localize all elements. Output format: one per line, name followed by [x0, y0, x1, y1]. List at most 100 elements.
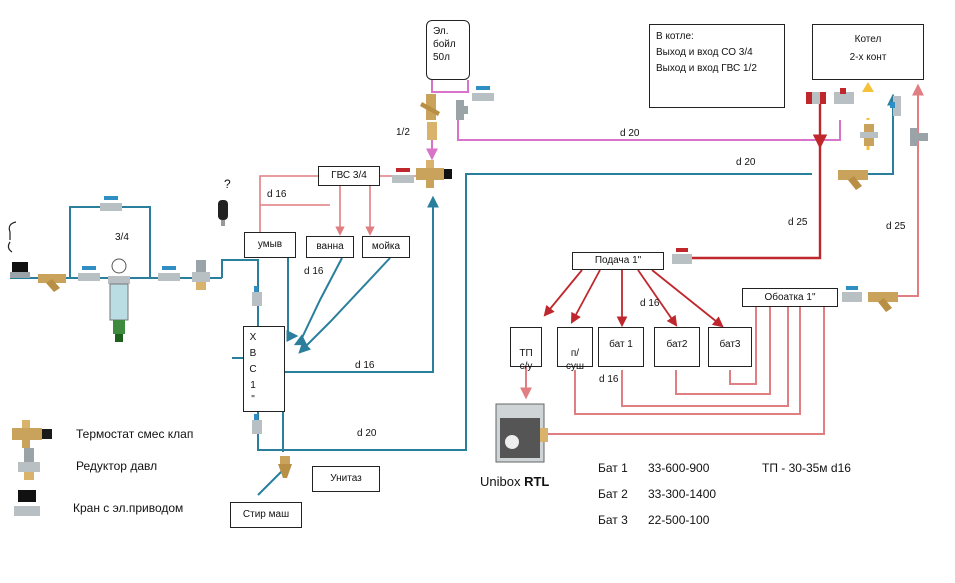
legend-text: Редуктор давл: [76, 459, 158, 473]
return-manifold-box: Обоатка 1": [742, 288, 838, 307]
strainer-icon: [868, 292, 898, 312]
dhw-manifold-box: ГВС 3/4: [318, 166, 380, 186]
boiler-note-line1: В котле:: [656, 31, 694, 42]
thermostatic-mixing-valve-icon: [416, 160, 452, 188]
return-valve-icon: [842, 286, 862, 302]
ball-valve-icon: [252, 414, 262, 434]
supply-manifold-box: Подача 1": [572, 252, 664, 270]
pressure-reducer-icon: [18, 448, 40, 480]
supply-manifold-label: Подача 1": [594, 255, 642, 266]
fitting-icon: [427, 122, 437, 140]
washer-box: Стир маш: [230, 502, 302, 528]
washer-label: Стир маш: [242, 509, 290, 520]
filter-icon: [108, 258, 130, 342]
unibox-brand: Unibox: [480, 474, 521, 489]
pipe-label-d25-left: d 25: [788, 217, 808, 228]
spec-b1-value: 33-600-900: [648, 461, 710, 475]
pipe-label-d20-mid: d 20: [736, 157, 756, 168]
water-heater-box: Эл. бойл 50л: [426, 20, 470, 80]
underfloor-box: ТП с/у: [510, 327, 542, 372]
boiler-box: Котел 2-х конт: [812, 24, 924, 80]
pipe-label-3-4: 3/4: [115, 232, 129, 243]
bath-label: ванна: [316, 241, 344, 252]
spec-b1-name: Бат 1: [598, 461, 628, 475]
pipe-label-1-2: 1/2: [396, 127, 410, 138]
inlet-tap-icon: [7, 221, 30, 278]
unibox-icon: [495, 403, 548, 463]
ball-valve-icon: [158, 266, 180, 281]
cold-manifold-char: С: [249, 364, 257, 375]
water-heater-line3: 50л: [433, 52, 450, 63]
washbasin-box: умыв: [244, 232, 296, 258]
expansion-tank-icon: [218, 200, 228, 226]
spec-b3-value: 22-500-100: [648, 513, 710, 527]
tee-icon: [910, 128, 928, 146]
boiler-valves-icon: [806, 88, 854, 104]
boiler-note-line2: Выход и вход СО 3/4: [656, 47, 753, 58]
radiator-2-label: бат2: [666, 339, 688, 350]
unibox-model: RTL: [524, 474, 550, 489]
legend-text: Термостат смес клап: [76, 427, 194, 441]
motorized-valve-icon: [14, 490, 40, 516]
thermostatic-mixing-valve-icon: [12, 420, 52, 448]
radiator-1-label: бат 1: [609, 339, 633, 350]
dhw-valve-icon: [392, 168, 414, 183]
cold-manifold-char: ": [251, 394, 255, 405]
sink-box: мойка: [362, 236, 410, 258]
towel-dryer-box: п/ суш: [557, 327, 593, 372]
toilet-box: Унитаз: [312, 466, 380, 492]
cold-branches: [232, 93, 899, 496]
spec-b2-name: Бат 2: [598, 487, 628, 501]
boiler-valves-icon: [860, 124, 878, 146]
ball-valve-icon: [472, 86, 494, 101]
boiler-title: Котел: [854, 34, 882, 45]
strainer-icon: [38, 274, 66, 292]
cold-manifold-char: В: [249, 348, 257, 359]
yellow-arrow-icon: [862, 82, 874, 92]
spec-b3-name: Бат 3: [598, 513, 628, 527]
cold-manifold-char: 1: [250, 380, 256, 391]
boiler-note-line3: Выход и вход ГВС 1/2: [656, 63, 757, 74]
sink-label: мойка: [371, 241, 401, 252]
pipe-label-d16-top: d 16: [267, 189, 287, 200]
cold-manifold-char: Х: [249, 332, 257, 343]
pipe-label-d16-rad: d 16: [599, 374, 619, 385]
pipe-label-d16-cold: d 16: [355, 360, 375, 371]
radiator-3-label: бат3: [719, 339, 741, 350]
unibox-label: Unibox RTL: [480, 474, 549, 489]
tee-icon: [456, 100, 468, 120]
heating-supply-line: [692, 96, 828, 260]
towel-dryer-label: п/ суш: [565, 348, 585, 372]
pipe-label-d20-top: d 20: [620, 128, 640, 139]
return-manifold-label: Обоатка 1": [764, 292, 816, 303]
cold-manifold-box: Х В С 1 ": [243, 326, 285, 412]
ball-valve-icon: [78, 266, 100, 281]
question-label: ?: [224, 177, 231, 191]
legend-text: Кран с эл.приводом: [73, 501, 184, 515]
strainer-icon: [420, 94, 440, 120]
dhw-manifold-label: ГВС 3/4: [331, 170, 367, 181]
heating-return-line: [520, 83, 924, 435]
toilet-valve-icon: [278, 456, 292, 478]
radiator-2-box: бат2: [654, 327, 700, 367]
radiator-3-box: бат3: [708, 327, 752, 367]
dhw-boiler-loop: [426, 80, 841, 161]
ball-valve-icon: [890, 96, 901, 116]
supply-valve-icon: [672, 248, 692, 264]
pipe-label-d16-fixtures: d 16: [304, 266, 324, 277]
pipe-label-d20-low: d 20: [357, 428, 377, 439]
underfloor-label: ТП с/у: [519, 348, 533, 372]
boiler-subtitle: 2-х конт: [849, 52, 887, 63]
ball-valve-icon: [100, 196, 122, 211]
ball-valve-icon: [252, 286, 262, 306]
radiator-1-box: бат 1: [598, 327, 644, 367]
water-heater-line1: Эл.: [433, 26, 449, 37]
toilet-label: Унитаз: [330, 473, 362, 484]
strainer-icon: [838, 170, 868, 190]
water-heater-line2: бойл: [433, 39, 456, 50]
pipe-label-d25-right: d 25: [886, 221, 906, 232]
bath-box: ванна: [306, 236, 354, 258]
spec-tp-value: ТП - 30-35м d16: [762, 461, 851, 475]
